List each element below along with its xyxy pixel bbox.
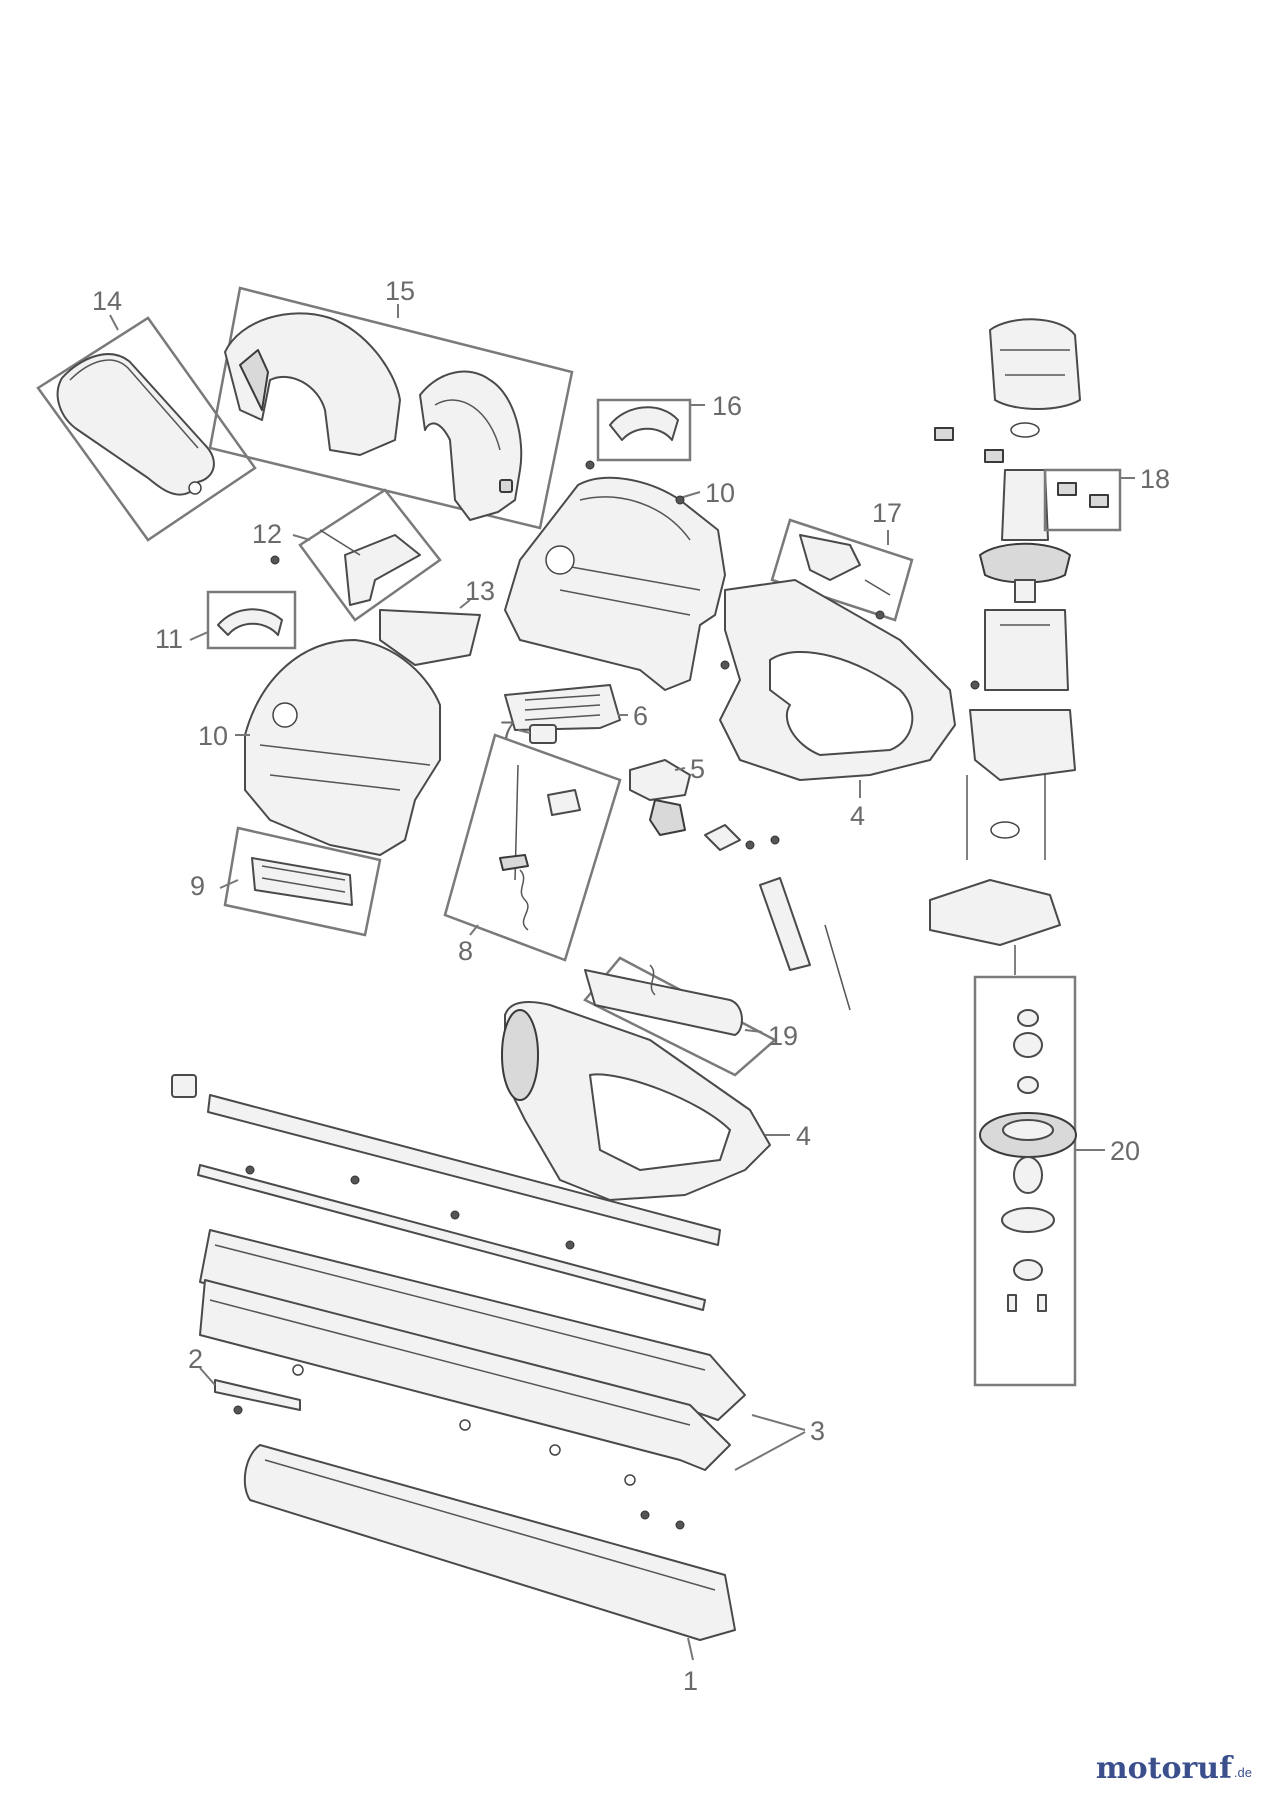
- part-blade-rail: [171, 1074, 721, 1311]
- part-5-block: [629, 759, 691, 836]
- part-19-handle-grip: [583, 956, 778, 1077]
- callout-8: 8: [458, 936, 473, 966]
- callout-4a: 4: [850, 801, 865, 831]
- callout-16: 16: [712, 391, 742, 421]
- callout-9: 9: [190, 871, 205, 901]
- part-10-housing-half-front: [244, 639, 441, 856]
- callout-4b: 4: [796, 1121, 811, 1151]
- callout-5: 5: [690, 754, 705, 784]
- part-20-gear-assembly: [973, 975, 1077, 1387]
- part-4-front-housing: [501, 1001, 771, 1201]
- part-gearbox-mount: [929, 775, 1061, 975]
- part-cable-entry: [704, 824, 851, 1011]
- part-10-housing-half-rear: [504, 476, 726, 691]
- part-11-cover: [206, 590, 297, 650]
- callout-20: 20: [1110, 1136, 1140, 1166]
- callout-13: 13: [465, 576, 495, 606]
- callout-1: 1: [683, 1666, 698, 1696]
- part-18-motor-assembly: [934, 318, 1122, 781]
- part-15-handle-bracket: [208, 286, 574, 530]
- part-12-trigger: [298, 488, 442, 622]
- callout-18: 18: [1140, 464, 1170, 494]
- part-1-blade-guard: [243, 1444, 736, 1641]
- callout-3: 3: [810, 1416, 825, 1446]
- callout-17: 17: [872, 498, 902, 528]
- part-2-bracket: [214, 1379, 301, 1415]
- watermark-suffix: .de: [1233, 1765, 1252, 1780]
- watermark-logo: motoruf: [1095, 1751, 1232, 1786]
- callout-2: 2: [188, 1344, 203, 1374]
- part-7-clip: [529, 724, 557, 744]
- part-3-blades: [199, 1229, 746, 1471]
- callout-6: 6: [633, 701, 648, 731]
- part-17-switch: [770, 518, 914, 622]
- callout-19: 19: [768, 1021, 798, 1051]
- part-14-seal: [36, 316, 257, 542]
- callout-15: 15: [385, 276, 415, 306]
- callout-14: 14: [92, 286, 122, 316]
- fasteners: [245, 460, 980, 1530]
- part-4-housing-half-handle: [719, 579, 956, 781]
- part-9-grille: [223, 826, 382, 937]
- part-8-lock-mechanism: [443, 733, 622, 962]
- callout-10a: 10: [705, 478, 735, 508]
- callout-10b: 10: [198, 721, 228, 751]
- callout-12: 12: [252, 519, 282, 549]
- callout-11: 11: [155, 624, 183, 654]
- part-13-cover-plate: [379, 609, 481, 666]
- part-6-vent-grille: [504, 684, 621, 731]
- part-16-cover: [596, 398, 692, 462]
